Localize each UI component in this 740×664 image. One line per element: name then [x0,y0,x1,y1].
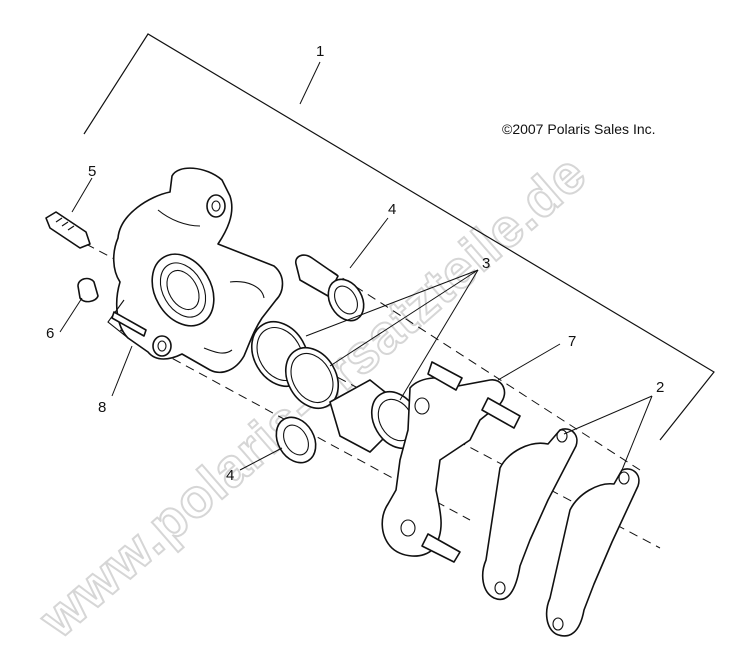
copyright-text: ©2007 Polaris Sales Inc. [502,121,656,137]
callout-8: 8 [98,399,106,416]
callout-2: 2 [656,379,664,396]
callout-4-upper: 4 [388,201,396,218]
bleeder-cap [77,277,99,303]
callout-3: 3 [482,255,490,272]
assembly-bracket [83,33,715,441]
guide-pin-boot-lower [275,416,317,464]
callout-5: 5 [88,163,96,180]
guide-pin-boot-upper [294,254,365,322]
bleeder-screw [45,211,91,249]
callout-1: 1 [316,43,324,60]
piston-seals [250,321,340,409]
callout-6: 6 [46,325,54,342]
callout-4-lower: 4 [226,467,234,484]
leader-lines [59,177,653,471]
caliper-body [107,167,284,374]
caliper-bracket [381,361,521,563]
brake-pads [481,428,640,637]
callouts: 1 2 3 4 4 5 6 7 8 [46,43,664,484]
callout-7: 7 [568,333,576,350]
retaining-pin [111,311,147,337]
